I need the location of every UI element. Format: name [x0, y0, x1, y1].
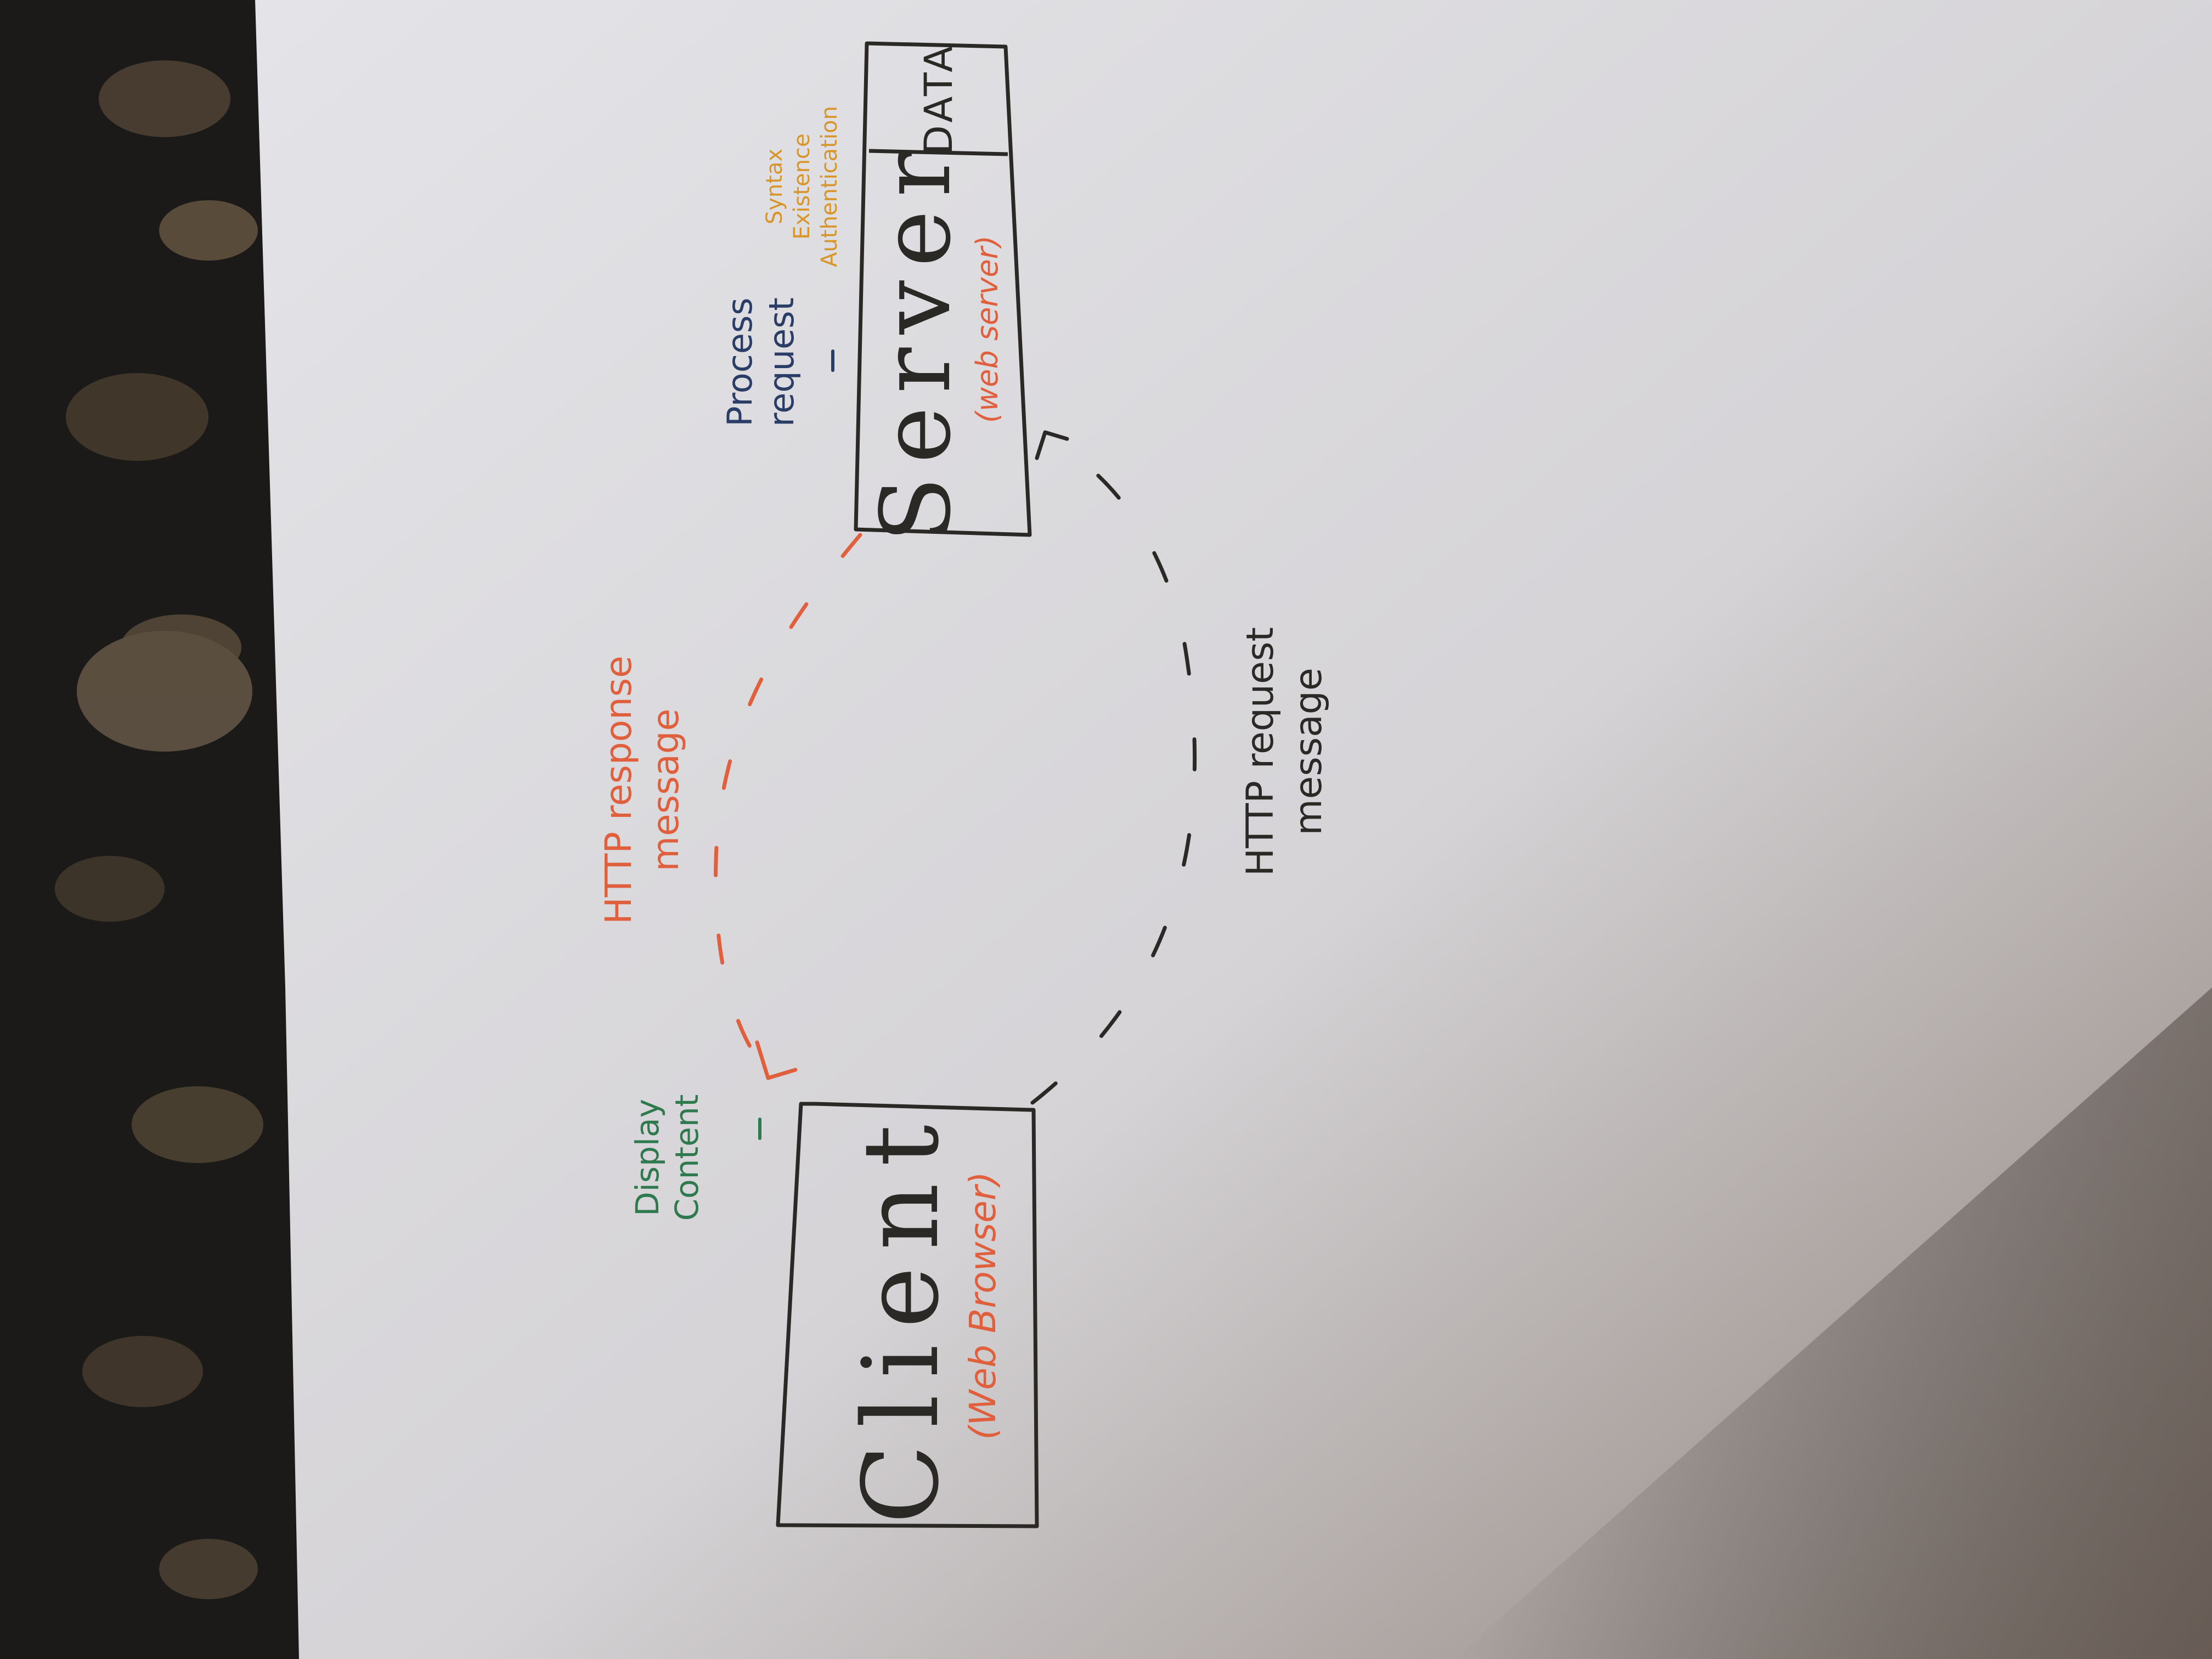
process-step-syntax: Syntax	[762, 149, 787, 224]
client-note: Display Content	[629, 1094, 761, 1221]
server-node: DATA Server (web server)	[854, 41, 1032, 543]
client-subtitle: (Web Browser)	[962, 1171, 1004, 1440]
process-step-authentication: Authentication	[817, 106, 842, 267]
client-title: Client	[840, 1108, 962, 1524]
client-node: Client (Web Browser)	[776, 1102, 1039, 1528]
server-note: Process request	[720, 297, 834, 427]
response-arrowhead	[755, 1040, 798, 1080]
client-note-line2: Content	[668, 1094, 706, 1221]
data-label: DATA	[916, 43, 961, 155]
paper-shadow	[1454, 988, 2212, 1659]
request-arrowhead	[1035, 430, 1069, 460]
data-divider	[868, 149, 1008, 156]
http-request-arrow: HTTP request message	[1030, 430, 1330, 1105]
client-box	[776, 1102, 1039, 1528]
response-label-line1: HTTP response	[597, 656, 640, 924]
process-step-existence: Existence	[789, 133, 815, 239]
server-note-line2: request	[761, 297, 802, 427]
response-label-line2: message	[645, 709, 687, 872]
process-steps: Syntax Existence Authentication	[762, 106, 842, 267]
paper-sheet	[255, 0, 2212, 1659]
server-subtitle: (web server)	[970, 235, 1005, 423]
http-response-arrow: HTTP response message	[597, 533, 862, 1080]
request-label-line1: HTTP request	[1239, 627, 1282, 876]
client-note-line1: Display	[629, 1099, 666, 1216]
server-note-line1: Process	[720, 297, 760, 426]
server-box	[854, 41, 1032, 537]
server-title: Server	[861, 138, 972, 542]
request-label-line2: message	[1287, 668, 1330, 836]
